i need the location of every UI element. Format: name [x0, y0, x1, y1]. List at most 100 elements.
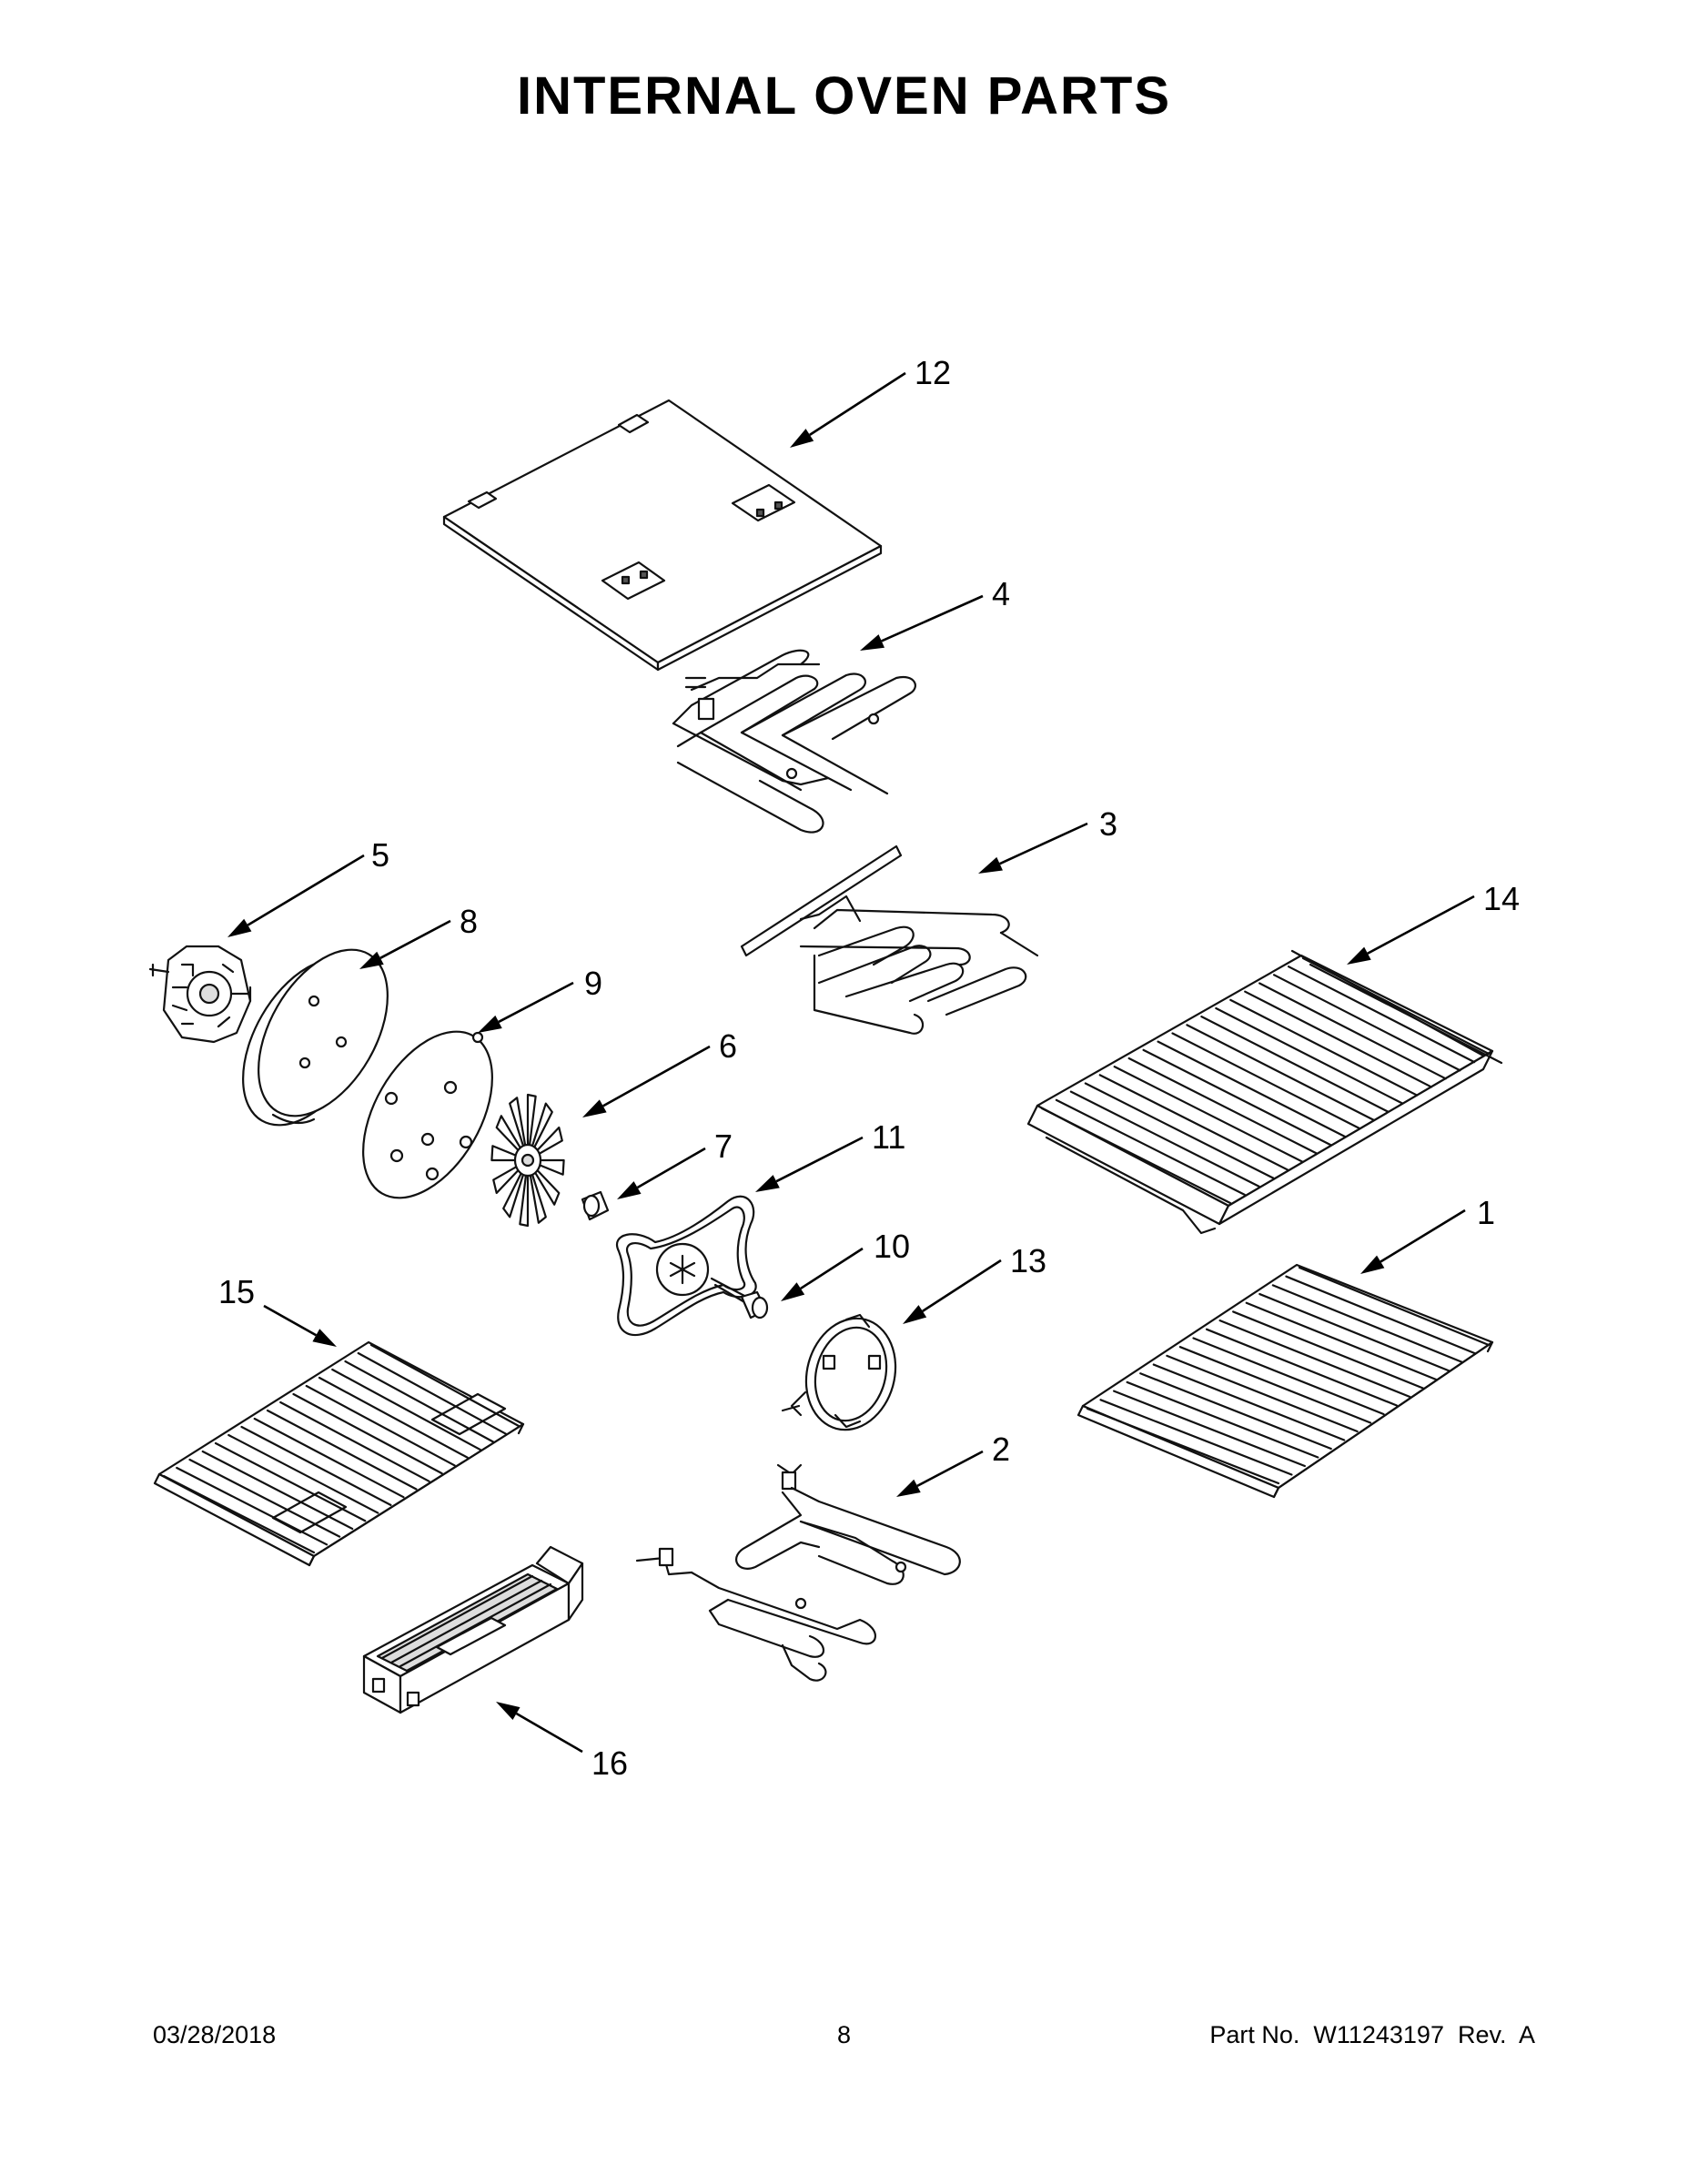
part-9-baffle-plate[interactable] — [337, 1009, 519, 1219]
rack-wire — [331, 1368, 481, 1451]
callout-8[interactable]: 8 — [460, 903, 478, 940]
callout-arrow-line — [515, 1712, 583, 1754]
part-16-broil-pan[interactable] — [362, 1545, 584, 1714]
rack-wire — [1200, 1016, 1390, 1113]
rack-wire — [1098, 1074, 1289, 1171]
callout-arrow-line — [809, 371, 906, 436]
part-12-ceiling-panel[interactable] — [442, 399, 883, 672]
rack-wire — [1301, 956, 1491, 1056]
rack-wire — [201, 1450, 354, 1531]
rack-wire — [1099, 1399, 1293, 1476]
callout-16[interactable]: 16 — [591, 1744, 628, 1782]
part-1-oven-rack[interactable] — [1076, 1263, 1494, 1499]
rack-wire — [266, 1409, 418, 1491]
rack-wire — [369, 1343, 521, 1428]
part-3-element-convection-bake[interactable] — [740, 844, 1039, 1035]
callout-2[interactable]: 2 — [992, 1431, 1010, 1468]
rack-wire — [188, 1458, 341, 1538]
callout-arrow-head — [790, 429, 814, 448]
part-14-rack-wires — [1040, 956, 1491, 1205]
part-7-nut[interactable] — [581, 1190, 610, 1221]
part-11-gasket[interactable] — [615, 1195, 757, 1337]
rack-wire — [1113, 1066, 1303, 1163]
rack-wire — [1142, 1048, 1332, 1147]
callout-14[interactable]: 14 — [1483, 880, 1520, 917]
part-5-convection-motor[interactable] — [148, 945, 252, 1044]
part-13-convection-element[interactable] — [781, 1309, 907, 1441]
rack-wire — [1298, 1266, 1491, 1347]
callout-arrow-head — [755, 1175, 780, 1192]
rack-wire — [1271, 1284, 1464, 1364]
rack-wire — [1229, 998, 1419, 1097]
rack-wire — [214, 1441, 367, 1522]
rack-wire — [1232, 1310, 1424, 1390]
rack-wire — [1285, 1275, 1477, 1355]
rack-wire — [1040, 1107, 1232, 1205]
callout-arrow-line — [1380, 1208, 1466, 1263]
callout-arrow-head — [896, 1479, 921, 1497]
rack-wire — [1245, 1301, 1438, 1381]
part-8-insulation-disc[interactable] — [217, 927, 414, 1147]
rack-wire — [1287, 966, 1476, 1064]
rack-wire — [1186, 1024, 1375, 1121]
callout-arrow-head — [978, 856, 1003, 874]
rack-wire — [1215, 1006, 1404, 1105]
callout-5[interactable]: 5 — [371, 836, 389, 874]
rack-wire — [1084, 1082, 1275, 1179]
rack-wire — [1152, 1363, 1346, 1441]
callout-6[interactable]: 6 — [719, 1027, 737, 1065]
callout-arrow-line — [881, 594, 984, 642]
callout-12[interactable]: 12 — [915, 354, 951, 391]
rack-wire — [253, 1417, 405, 1499]
callout-9[interactable]: 9 — [584, 965, 602, 1002]
rack-wire — [292, 1392, 443, 1475]
rack-wire — [227, 1433, 379, 1514]
callout-7[interactable]: 7 — [714, 1127, 733, 1165]
part-4-broil-element[interactable] — [672, 649, 916, 834]
rack-wire — [1205, 1328, 1399, 1407]
rack-wire — [1157, 1040, 1347, 1138]
part-6-fan-blade[interactable] — [490, 1093, 565, 1228]
callout-13[interactable]: 13 — [1010, 1242, 1046, 1279]
callout-arrow-line — [999, 822, 1088, 865]
callout-arrow-head — [359, 951, 384, 969]
rack-wire — [1192, 1337, 1385, 1416]
callout-11[interactable]: 11 — [872, 1118, 905, 1156]
callout-15[interactable]: 15 — [218, 1273, 255, 1310]
rack-wire — [1139, 1372, 1332, 1451]
rack-wire — [240, 1425, 392, 1506]
rack-wire — [344, 1360, 494, 1443]
part-14-sliding-rack[interactable] — [1026, 949, 1503, 1235]
callout-3[interactable]: 3 — [1099, 805, 1117, 843]
callout-labels: 12 4 3 14 5 8 9 6 7 11 10 13 1 15 2 16 — [218, 354, 1520, 1782]
rack-wire — [1258, 982, 1447, 1080]
rack-wire — [1166, 1354, 1359, 1433]
rack-wire — [1086, 1407, 1280, 1485]
part-10-screw[interactable] — [710, 1277, 769, 1320]
rack-wire — [1178, 1346, 1372, 1424]
part-15-wire-rack[interactable] — [153, 1340, 525, 1567]
callout-arrow-head — [903, 1305, 927, 1324]
footer-date: 03/28/2018 — [153, 2021, 277, 2048]
callout-arrow-line — [922, 1259, 1002, 1312]
callout-arrow-head — [617, 1181, 642, 1199]
rack-wire — [1069, 1090, 1260, 1188]
callout-4[interactable]: 4 — [992, 575, 1010, 612]
callout-arrow-line — [916, 1450, 984, 1488]
rack-wire — [1113, 1390, 1306, 1468]
rack-wire — [1171, 1032, 1361, 1130]
footer-part-number: Part No. W11243197 Rev. A — [1209, 2021, 1535, 2048]
callout-arrow-head — [1360, 1255, 1385, 1274]
callout-arrow-line — [775, 1136, 864, 1183]
callout-arrow-line — [247, 854, 365, 926]
rack-wire — [162, 1474, 316, 1554]
callout-1[interactable]: 1 — [1477, 1194, 1495, 1231]
callout-arrows — [227, 371, 1475, 1754]
part-2-bake-element[interactable] — [635, 1463, 961, 1682]
callout-arrow-line — [1367, 895, 1475, 955]
rack-wire — [279, 1400, 430, 1482]
callout-10[interactable]: 10 — [874, 1228, 910, 1265]
rack-wire — [1055, 1098, 1246, 1196]
rack-wire — [1126, 1380, 1319, 1459]
